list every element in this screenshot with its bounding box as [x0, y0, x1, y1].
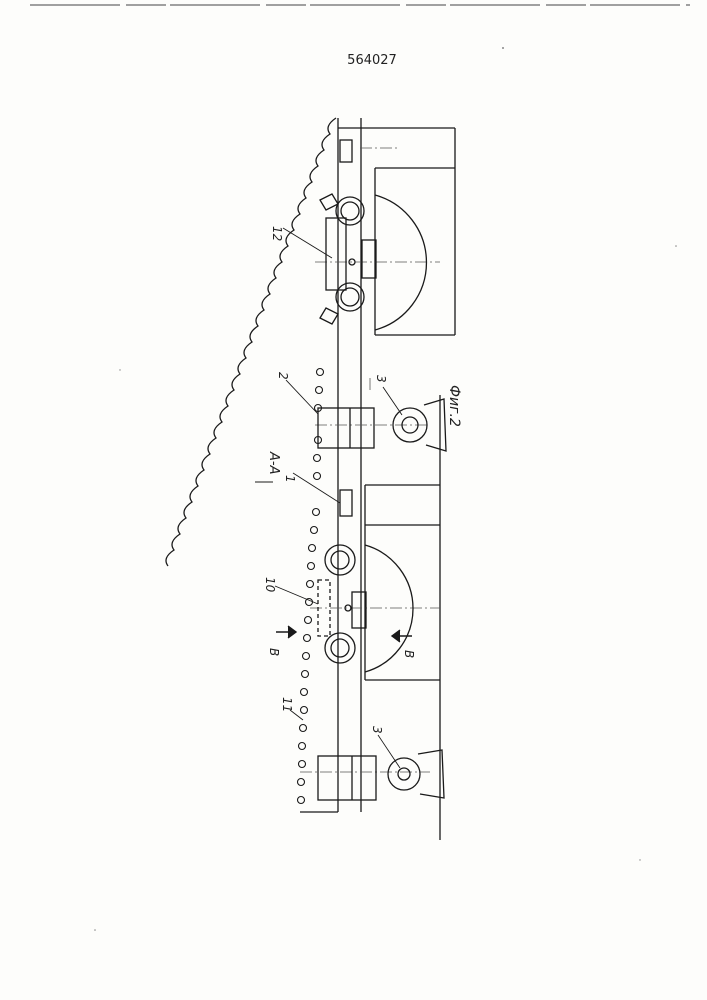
chain-conveyor [166, 118, 336, 566]
callout-3-lower: 3 [370, 726, 384, 734]
cut-label-left: В [267, 648, 281, 656]
callout-2: 2 [276, 372, 290, 380]
figure-caption: Фиг.2 [446, 385, 462, 427]
section-label: А-А [266, 451, 281, 474]
scan-specks [94, 47, 677, 931]
callout-11: 12 [270, 226, 284, 241]
machine-frame [338, 118, 455, 840]
callout-3-upper: 3 [374, 375, 388, 383]
callout-1: 1 [283, 475, 297, 483]
centerlines [300, 148, 440, 772]
cut-label-right: В [402, 650, 416, 658]
patent-number: 564027 [347, 53, 397, 68]
callout-10: 10 [263, 577, 277, 593]
callout-12: 11 [280, 697, 294, 712]
drive-unit-3 [318, 750, 444, 800]
chain-links [298, 369, 324, 804]
